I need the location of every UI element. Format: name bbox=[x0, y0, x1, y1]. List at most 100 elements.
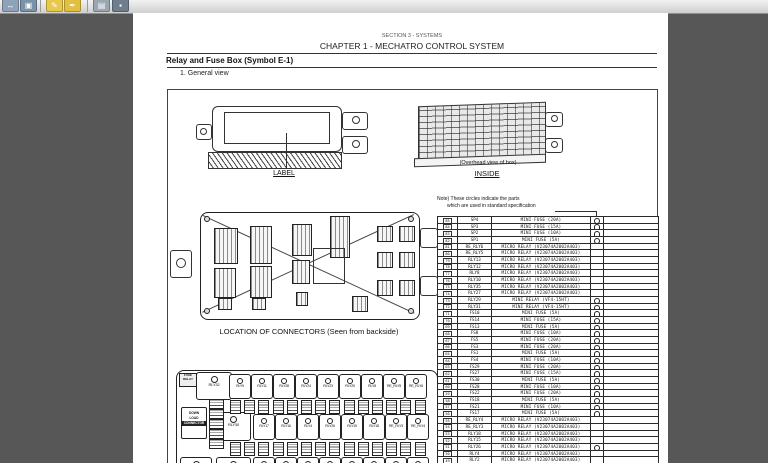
standard-spec-cell bbox=[591, 297, 604, 303]
corner-screw bbox=[204, 216, 210, 222]
standard-spec-cell bbox=[591, 317, 604, 323]
relay-number-icon bbox=[192, 460, 200, 463]
corner-screw bbox=[204, 308, 210, 314]
blank-cell bbox=[604, 451, 658, 457]
row-number: 53 bbox=[443, 431, 452, 437]
row-number: 67 bbox=[443, 337, 452, 343]
standard-spec-cell bbox=[591, 377, 604, 383]
fuse-slot bbox=[272, 400, 284, 414]
part-name-cell: FS4 bbox=[458, 357, 492, 363]
part-desc-cell: MICRO RELAY (V23074A2002A403) bbox=[492, 417, 591, 423]
center-connector-area bbox=[313, 248, 345, 284]
standard-spec-cell bbox=[591, 237, 604, 243]
relay-label: RLY11 bbox=[257, 383, 267, 388]
blank-cell bbox=[604, 397, 658, 403]
part-desc-cell: MINI FUSE (15A) bbox=[492, 370, 591, 377]
row-number-cell: 49 bbox=[438, 457, 458, 463]
label-area bbox=[224, 112, 330, 144]
row-number: 72 bbox=[443, 304, 452, 310]
row-number: 60 bbox=[443, 384, 452, 390]
fit-width-icon[interactable]: ↔ bbox=[2, 0, 19, 12]
part-desc-cell: MINI FUSE (10A) bbox=[492, 383, 591, 390]
relay-number-icon bbox=[283, 460, 289, 463]
standard-spec-cell bbox=[591, 337, 604, 343]
part-name-cell: FS28 bbox=[458, 383, 492, 390]
relay-number-icon bbox=[261, 417, 267, 424]
connector-block bbox=[214, 228, 238, 264]
fuse-slot bbox=[230, 442, 241, 456]
location-caption: LOCATION OF CONNECTORS (Seen from backsi… bbox=[219, 327, 399, 336]
row-number-cell: 53 bbox=[438, 430, 458, 437]
row-number: 68 bbox=[443, 331, 452, 337]
relay-number-icon bbox=[305, 460, 311, 463]
blank-cell bbox=[604, 404, 658, 410]
row-number: 58 bbox=[443, 397, 452, 403]
relay-label: RLY24 bbox=[301, 383, 311, 388]
blank-cell bbox=[604, 317, 658, 323]
part-name-cell: FS10 bbox=[458, 310, 492, 317]
fuse-slot bbox=[400, 400, 412, 414]
standard-spec-circle bbox=[593, 357, 601, 363]
relay-box: RLY25 bbox=[339, 374, 361, 399]
header-rule bbox=[167, 53, 657, 54]
fuse-slot bbox=[386, 442, 398, 456]
highlight-icon[interactable]: ✎ bbox=[46, 0, 63, 12]
fuse-slot bbox=[258, 442, 270, 456]
row-number-cell: 57 bbox=[438, 403, 458, 410]
connector-block bbox=[250, 266, 272, 298]
download-line3: CONNECTOR bbox=[182, 421, 206, 426]
standard-spec-circle bbox=[593, 317, 601, 323]
blank-cell bbox=[604, 297, 658, 303]
connector-block bbox=[377, 252, 393, 268]
row-number-cell: 71 bbox=[438, 310, 458, 317]
connector-block bbox=[252, 298, 266, 310]
standard-spec-cell bbox=[591, 343, 604, 350]
row-number: 84 bbox=[443, 224, 452, 230]
relay-box: RE_RLY6 bbox=[405, 374, 427, 399]
fuse-slot bbox=[209, 439, 224, 449]
part-name-cell: FS13 bbox=[458, 323, 492, 330]
title-rule bbox=[167, 67, 657, 68]
blank-cell bbox=[604, 437, 658, 443]
attach-icon[interactable]: ▪ bbox=[112, 0, 129, 12]
part-name-cell: RLY4 bbox=[458, 450, 492, 457]
row-number-cell: 65 bbox=[438, 350, 458, 357]
standard-spec-cell bbox=[591, 223, 604, 230]
relay-box: RE_RLY4 bbox=[407, 414, 429, 440]
sign-icon[interactable]: ✒ bbox=[64, 0, 81, 12]
row-number: 73 bbox=[443, 297, 452, 303]
connector-block bbox=[399, 252, 415, 268]
relay-box bbox=[385, 457, 407, 463]
relay-number-icon bbox=[327, 460, 333, 463]
snapshot-icon[interactable]: ▣ bbox=[20, 0, 37, 12]
row-number-cell: 56 bbox=[438, 410, 458, 417]
row-number: 57 bbox=[443, 404, 452, 410]
relay-number-icon bbox=[371, 417, 377, 424]
standard-spec-cell bbox=[591, 410, 604, 417]
part-desc-cell: MINI FUSE (5A) bbox=[492, 237, 591, 243]
row-number: 70 bbox=[443, 317, 452, 323]
standard-spec-circle bbox=[593, 351, 601, 357]
blank-cell bbox=[604, 250, 658, 256]
row-number: 80 bbox=[443, 250, 452, 257]
row-number-cell: 63 bbox=[438, 363, 458, 370]
standard-spec-circle bbox=[593, 404, 601, 410]
part-name-cell: FS27 bbox=[458, 370, 492, 377]
fuse-slot bbox=[400, 442, 412, 456]
row-number-cell: 78 bbox=[438, 263, 458, 270]
part-desc-cell: MINI FUSE (15A) bbox=[492, 317, 591, 323]
stamp-icon[interactable]: ▤ bbox=[93, 0, 110, 12]
row-number: 77 bbox=[443, 270, 452, 277]
relay-number-icon bbox=[349, 460, 355, 463]
blank-cell bbox=[604, 324, 658, 330]
relay-box bbox=[319, 457, 341, 463]
relay-box: RE_RLY5 bbox=[383, 374, 405, 399]
